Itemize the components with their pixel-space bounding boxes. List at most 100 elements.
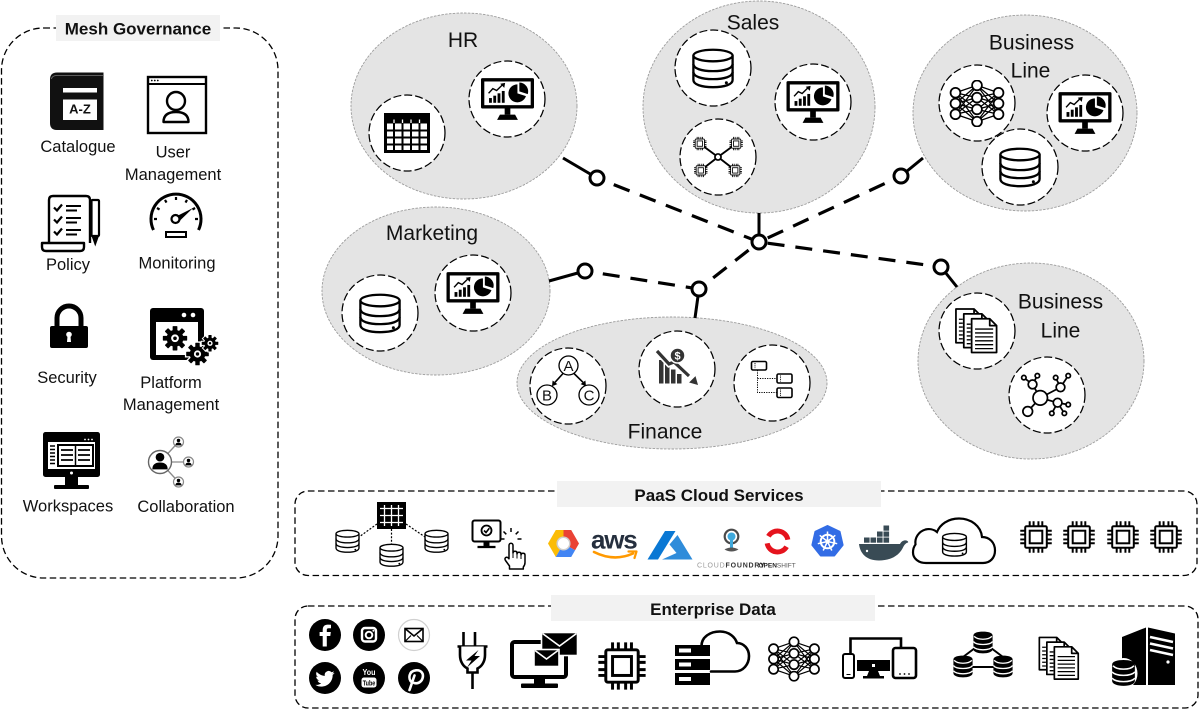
- database-icon: [999, 147, 1041, 188]
- openshift-logo: OPENSHIFT: [759, 528, 796, 570]
- data-product-ring: [733, 344, 811, 422]
- data-product-network-graph: [1008, 356, 1086, 434]
- domain-label: Finance: [628, 421, 703, 444]
- facebook-icon: [309, 619, 341, 651]
- database-icon: [359, 293, 401, 334]
- stacked-documents-icon: [1038, 636, 1080, 681]
- security-lock-icon: [50, 303, 88, 348]
- neural-network-icon: [768, 636, 820, 682]
- governance-label: Management: [125, 166, 222, 184]
- catalogue-index-text: A-Z: [69, 102, 91, 117]
- cloud-foundry-text-bold: FOUNDRY: [726, 563, 766, 570]
- data-product-abc-graph: A B C: [529, 347, 607, 425]
- cloud-foundry-wordmark: CLOUDFOUNDRY: [697, 563, 765, 570]
- mesh-link-hr-to-hub: [596, 176, 760, 244]
- mesh-node-hr: [588, 169, 606, 187]
- data-product-dashboard: [434, 254, 512, 332]
- domain-hr: HR: [350, 12, 578, 200]
- openshift-text-light: SHIFT: [777, 563, 796, 570]
- enterprise-data-panel: Enterprise Data: [294, 595, 1199, 709]
- docker-logo: [859, 525, 909, 561]
- database-icon: [692, 48, 734, 89]
- instagram-icon: [353, 619, 385, 651]
- compute-chips: [1019, 520, 1183, 554]
- data-product-chip-network: [679, 118, 757, 196]
- graph-node-label: A: [563, 358, 573, 375]
- data-domains: HR Sales: [321, 0, 1145, 460]
- paas-title: PaaS Cloud Services: [634, 486, 803, 505]
- cloud-database-icon: [911, 517, 997, 565]
- power-plug-icon: [457, 632, 488, 689]
- collaboration-network-icon: [147, 436, 195, 488]
- workspaces-monitor-icon: [43, 432, 100, 489]
- server-database-icon: [1109, 627, 1175, 689]
- cpu-chip-icon: [596, 640, 648, 692]
- email-icon: [397, 618, 431, 652]
- enterprise-title-background: [551, 595, 875, 621]
- governance-label: Management: [123, 396, 220, 414]
- domain-label: Business: [1018, 291, 1103, 314]
- monitor-email-icon: [510, 631, 579, 688]
- data-product-neural-network: [938, 64, 1016, 142]
- domain-label: Sales: [727, 12, 780, 35]
- user-management-icon: [146, 75, 208, 135]
- mesh-link-finance-to-hub: [698, 240, 760, 291]
- catalogue-book-icon: A-Z: [50, 72, 104, 130]
- paas-frame: [294, 490, 1198, 577]
- cpu-chip-icon: [1149, 520, 1183, 554]
- domain-business-line-bottom: Business Line: [917, 262, 1145, 460]
- graph-node-label: C: [584, 388, 595, 405]
- domain-label: HR: [448, 29, 478, 52]
- data-product-documents: [938, 292, 1016, 370]
- governance-item-user-management: User Management: [125, 75, 222, 184]
- monitor-click-icon: [471, 519, 526, 570]
- domain-label: Business: [989, 32, 1074, 55]
- governance-label: Workspaces: [23, 498, 113, 516]
- youtube-icon: You Tube: [353, 662, 385, 694]
- abc-decision-graph-icon: A B C: [536, 355, 600, 406]
- governance-item-workspaces: Workspaces: [23, 432, 113, 516]
- mesh-node-finance: [690, 280, 708, 298]
- cpu-chip-icon: [1106, 520, 1140, 554]
- mesh-governance-title-background: [56, 15, 220, 41]
- openshift-wordmark: OPENSHIFT: [759, 563, 796, 570]
- mesh-governance-frame: [0, 27, 279, 579]
- data-product-hierarchy: [733, 344, 811, 422]
- distributed-database-icon: [335, 502, 449, 567]
- governance-label: Catalogue: [40, 138, 115, 156]
- server-cloud-icon: [675, 630, 751, 685]
- governance-label: Security: [37, 369, 97, 387]
- domain-finance: Finance A B C: [516, 316, 828, 450]
- governance-label: Platform: [140, 374, 201, 392]
- multi-device-icon: [842, 637, 918, 680]
- mesh-hub-node: [750, 233, 768, 251]
- financial-decline-chart-icon: $: [654, 347, 698, 385]
- mesh-dashed-links: [584, 174, 942, 291]
- policy-checklist-icon: [40, 194, 101, 253]
- mesh-link-marketing-to-finance: [584, 269, 700, 291]
- data-product-financial-decline: $: [638, 330, 716, 408]
- mesh-governance-panel: Mesh Governance A-Z Catalogue User: [0, 15, 279, 579]
- google-cloud-logo: [548, 530, 579, 557]
- cloud-foundry-logo: CLOUDFOUNDRY: [697, 528, 765, 570]
- kubernetes-logo: [811, 525, 844, 557]
- data-product-database: [674, 29, 752, 107]
- cpu-chip-icon: [1062, 520, 1096, 554]
- platform-management-icon: [150, 308, 220, 367]
- governance-item-policy: Policy: [40, 194, 101, 274]
- mesh-connections: [548, 156, 959, 319]
- pinterest-icon: [398, 662, 430, 694]
- aws-logo: aws: [591, 525, 638, 560]
- domain-label: Line: [1041, 320, 1081, 343]
- data-product-dashboard: [468, 60, 546, 138]
- database-network-icon: [952, 631, 1014, 678]
- spreadsheet-table-icon: [384, 113, 430, 153]
- coin-symbol: $: [674, 351, 680, 363]
- cloud-foundry-text-light: CLOUD: [697, 563, 726, 570]
- governance-label: Policy: [46, 256, 91, 274]
- mesh-node-business-line-bottom: [932, 258, 950, 276]
- data-product-dashboard: [1046, 74, 1124, 152]
- data-product-spreadsheet: [368, 94, 446, 172]
- governance-item-collaboration: Collaboration: [137, 436, 235, 516]
